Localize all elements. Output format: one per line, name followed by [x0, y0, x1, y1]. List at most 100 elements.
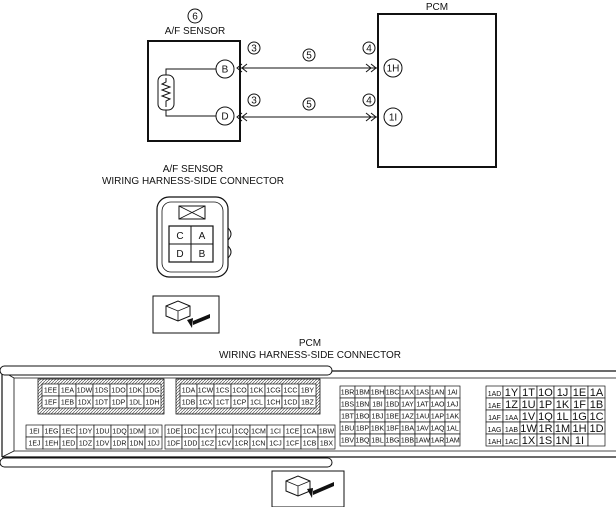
terminal-label: 1BY — [301, 388, 315, 395]
terminal-label: 1AG — [487, 427, 501, 434]
sensor-connector: A/F SENSOR WIRING HARNESS-SIDE CONNECTOR… — [102, 164, 284, 334]
terminal-label: 1K — [556, 399, 570, 411]
terminal-label: 1AZ — [401, 414, 415, 421]
connector-pin-b: B — [199, 249, 206, 260]
terminal-label: 1CV — [218, 441, 232, 448]
terminal-label: 1DR — [112, 441, 126, 448]
terminal-label: 1A — [590, 387, 604, 399]
pcm-title: PCM — [426, 2, 448, 13]
terminal-cell — [317, 436, 336, 450]
terminal-label: 1I — [575, 435, 584, 447]
terminal-label: 1AX — [401, 390, 415, 397]
terminal-label: 1P — [539, 399, 552, 411]
pcm-pin-1i-label: 1I — [389, 113, 397, 124]
terminal-label: 1AT — [416, 402, 429, 409]
terminal-label: 1AP — [431, 414, 445, 421]
terminal-label: 1CP — [233, 400, 247, 407]
terminal-label: 1CB — [303, 441, 317, 448]
terminal-label: 1E — [573, 387, 586, 399]
terminal-label: 1DF — [167, 441, 180, 448]
terminal-label: 1DX — [78, 400, 92, 407]
terminal-label: 1BJ — [371, 414, 383, 421]
terminal-label: 1Z — [505, 399, 518, 411]
terminal-label: 1DY — [79, 429, 93, 436]
terminal-label: 1EI — [29, 429, 40, 436]
terminal-label: 1J — [557, 387, 569, 399]
terminal-cell — [298, 395, 317, 409]
terminal-label: 1EE — [44, 388, 58, 395]
terminal-label: 1CW — [198, 388, 214, 395]
terminal-label: 1EA — [61, 388, 75, 395]
terminal-label: 1DK — [129, 388, 143, 395]
terminal-label: 1AM — [445, 438, 460, 445]
terminal-label: 1AU — [416, 414, 430, 421]
callout-number: 5 — [306, 100, 312, 111]
connector-pin-c: C — [176, 231, 183, 242]
terminal-label: 1AY — [401, 402, 414, 409]
terminal-label: 1DL — [129, 400, 142, 407]
terminal-label: 1N — [555, 435, 569, 447]
terminal-label: 1DB — [182, 400, 196, 407]
terminal-label: 1DC — [183, 429, 197, 436]
pcm-pin-1h-label: 1H — [387, 64, 400, 75]
terminal-label: 1G — [572, 411, 587, 423]
pcm-box — [377, 13, 497, 168]
pcm-pin-1h — [383, 58, 403, 78]
terminal-label: 1BK — [371, 426, 385, 433]
terminal-label: 1BQ — [355, 438, 370, 445]
terminal-label: 1DU — [95, 429, 109, 436]
terminal-label: 1T — [522, 387, 535, 399]
terminal-label: 1BB — [401, 438, 415, 445]
terminal-label: 1AC — [505, 439, 519, 446]
sensor-pin-d-label: D — [221, 112, 228, 123]
terminal-label: 1EG — [44, 429, 58, 436]
connector-pin-d: D — [176, 249, 183, 260]
terminal-label: 1DW — [77, 388, 93, 395]
terminal-label: 1AE — [488, 403, 502, 410]
terminal-label: 1CY — [201, 429, 215, 436]
terminal-label: 1CC — [283, 388, 297, 395]
pcm-connector-title: PCM — [299, 338, 321, 349]
terminal-label: 1M — [555, 423, 570, 435]
terminal-label: 1AQ — [430, 426, 445, 433]
terminal-label: 1CX — [199, 400, 213, 407]
terminal-label: 1AJ — [446, 402, 458, 409]
terminal-label: 1AO — [430, 402, 445, 409]
terminal-cell — [587, 433, 606, 447]
terminal-label: 1S — [539, 435, 552, 447]
sensor-title: A/F SENSOR — [165, 26, 226, 37]
terminal-label: 1CT — [216, 400, 230, 407]
probe-connector-icon — [271, 470, 345, 507]
terminal-label: 1CG — [266, 388, 280, 395]
terminal-label: 1BN — [356, 402, 370, 409]
connector-rail — [0, 365, 333, 376]
terminal-label: 1F — [573, 399, 586, 411]
terminal-label: 1CL — [250, 400, 263, 407]
terminal-label: 1L — [556, 411, 568, 423]
terminal-label: 1CF — [286, 441, 299, 448]
terminal-label: 1AI — [447, 390, 458, 397]
callout-number: 5 — [306, 51, 312, 62]
terminal-label: 1BC — [386, 390, 400, 397]
terminal-label: 1DE — [167, 429, 181, 436]
terminal-label: 1D — [589, 423, 603, 435]
terminal-label: 1BR — [341, 390, 355, 397]
terminal-label: 1B — [590, 399, 603, 411]
terminal-label: 1CS — [216, 388, 230, 395]
pcm-connector-subtitle: WIRING HARNESS-SIDE CONNECTOR — [219, 350, 401, 361]
terminal-label: 1CR — [234, 441, 248, 448]
terminal-cell — [143, 395, 162, 409]
terminal-label: 1CM — [251, 429, 266, 436]
terminal-label: 1DJ — [147, 441, 159, 448]
terminal-label: 1BI — [372, 402, 383, 409]
callout-number: 3 — [251, 96, 257, 107]
terminal-label: 1BT — [341, 414, 355, 421]
terminal-label: 1BM — [355, 390, 370, 397]
terminal-label: 1BX — [320, 441, 334, 448]
terminal-label: 1O — [538, 387, 553, 399]
schematic: 6 A/F SENSOR PCM B D 1H 1I 3 5 — [147, 2, 497, 168]
terminal-label: 1V — [522, 411, 536, 423]
terminal-label: 1DV — [96, 441, 110, 448]
